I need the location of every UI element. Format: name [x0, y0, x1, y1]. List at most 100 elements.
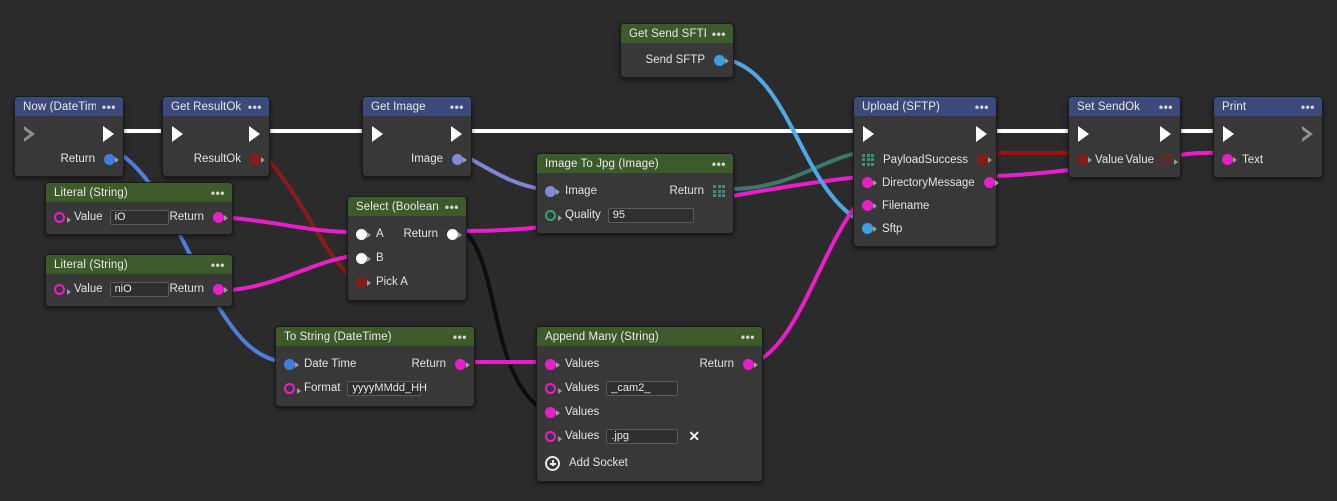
node-image-to-jpg[interactable]: Image To Jpg (Image) ••• Image Return Qu… [536, 153, 734, 234]
input-socket-image[interactable] [545, 185, 560, 197]
node-menu-icon[interactable]: ••• [449, 99, 464, 114]
value-input[interactable]: niO [109, 281, 170, 297]
node-header[interactable]: Print ••• [1214, 97, 1322, 116]
input-socket-pick-a[interactable] [356, 276, 371, 288]
input-socket-text[interactable] [1222, 154, 1237, 165]
node-menu-icon[interactable]: ••• [452, 329, 467, 344]
exec-out-icon[interactable] [249, 126, 260, 142]
node-select-boolean[interactable]: Select (Boolean) ••• A Return B Pick A [347, 196, 467, 301]
input-socket-values-1[interactable] [545, 358, 560, 370]
output-socket-image[interactable] [452, 153, 467, 165]
node-get-resultok[interactable]: Get ResultOk ••• ResultOk [162, 96, 270, 177]
output-socket-return[interactable] [455, 358, 470, 370]
input-socket-value[interactable] [54, 211, 71, 223]
output-socket-message[interactable] [983, 177, 999, 188]
exec-in-icon[interactable] [1078, 126, 1089, 142]
input-socket-filename[interactable] [862, 200, 877, 211]
input-label-values-3: Values [565, 406, 600, 418]
input-socket-sftp[interactable] [862, 223, 877, 234]
node-header[interactable]: Now (DateTime) ••• [15, 97, 123, 116]
node-menu-icon[interactable]: ••• [974, 99, 989, 114]
node-literal-string-2[interactable]: Literal (String) ••• Value niO Return [45, 254, 233, 307]
input-socket-values-3[interactable] [545, 406, 560, 418]
node-header[interactable]: Upload (SFTP) ••• [854, 97, 996, 116]
output-socket-return[interactable] [447, 228, 462, 240]
values-input-2[interactable]: _cam2_ [606, 380, 679, 396]
node-to-string-datetime[interactable]: To String (DateTime) ••• Date Time Retur… [275, 326, 475, 407]
output-socket-value[interactable] [1161, 154, 1178, 165]
exec-out-icon[interactable] [451, 126, 462, 142]
node-print[interactable]: Print ••• Text [1213, 96, 1323, 178]
output-socket-return[interactable] [743, 358, 758, 370]
input-socket-values-4[interactable] [545, 430, 562, 442]
values-input-4[interactable]: .jpg [606, 428, 679, 444]
node-menu-icon[interactable]: ••• [740, 329, 755, 344]
format-input[interactable]: yyyyMMdd_HH [347, 380, 427, 396]
input-label-value: Value [1095, 153, 1124, 166]
input-label-datetime: Date Time [304, 358, 357, 370]
node-title: Now (DateTime) [23, 100, 96, 113]
exec-in-icon[interactable] [22, 126, 35, 142]
node-append-many-string[interactable]: Append Many (String) ••• Values Return V… [536, 326, 763, 482]
node-header[interactable]: Append Many (String) ••• [537, 327, 762, 346]
node-now-datetime[interactable]: Now (DateTime) ••• Return [14, 96, 124, 177]
node-menu-icon[interactable]: ••• [210, 185, 225, 200]
node-header[interactable]: Get ResultOk ••• [163, 97, 269, 116]
node-menu-icon[interactable]: ••• [1300, 99, 1315, 114]
exec-out-icon[interactable] [1160, 126, 1171, 142]
input-socket-datetime[interactable] [284, 358, 299, 370]
output-socket-return[interactable] [213, 211, 228, 223]
node-header[interactable]: Literal (String) ••• [46, 183, 232, 202]
wire-getimage-to-imagetojpg [461, 152, 544, 191]
input-label-format: Format [304, 382, 341, 394]
input-socket-payload-array[interactable] [862, 153, 874, 166]
output-socket-return[interactable] [104, 153, 119, 165]
input-socket-quality[interactable] [545, 209, 562, 221]
node-upload-sftp[interactable]: Upload (SFTP) ••• Payload Success Direct… [853, 96, 999, 247]
node-set-sendok[interactable]: Set SendOk ••• Value Value [1068, 96, 1181, 178]
output-socket-return-array[interactable] [713, 185, 725, 197]
node-menu-icon[interactable]: ••• [711, 26, 726, 41]
node-literal-string-1[interactable]: Literal (String) ••• Value iO Return [45, 182, 233, 235]
input-label-value: Value [74, 283, 103, 295]
output-socket-send-sftp[interactable] [714, 54, 729, 66]
node-get-send-sftp[interactable]: Get Send SFTP ••• Send SFTP [620, 23, 734, 78]
exec-in-icon[interactable] [372, 126, 383, 142]
input-socket-values-2[interactable] [545, 382, 562, 394]
node-header[interactable]: Literal (String) ••• [46, 255, 232, 274]
input-socket-a[interactable] [356, 228, 371, 240]
output-socket-resultok[interactable] [250, 153, 265, 165]
value-input[interactable]: iO [109, 209, 170, 225]
add-socket-button[interactable]: Add Socket [537, 451, 762, 475]
node-menu-icon[interactable]: ••• [210, 257, 225, 272]
input-socket-value[interactable] [54, 283, 71, 295]
quality-input[interactable]: 95 [607, 207, 694, 223]
input-socket-b[interactable] [356, 252, 371, 264]
exec-in-icon[interactable] [172, 126, 183, 142]
node-menu-icon[interactable]: ••• [101, 99, 116, 114]
input-socket-format[interactable] [284, 382, 301, 394]
remove-socket-icon[interactable]: ✕ [688, 428, 701, 444]
exec-out-icon[interactable] [1300, 126, 1313, 142]
node-header[interactable]: Get Image ••• [363, 97, 471, 116]
exec-in-icon[interactable] [863, 126, 874, 142]
node-menu-icon[interactable]: ••• [1158, 99, 1173, 114]
node-header[interactable]: Set SendOk ••• [1069, 97, 1180, 116]
node-menu-icon[interactable]: ••• [247, 99, 262, 114]
node-title: Literal (String) [54, 258, 128, 271]
input-socket-directory[interactable] [862, 177, 877, 188]
input-socket-value[interactable] [1077, 154, 1092, 165]
node-menu-icon[interactable]: ••• [444, 199, 459, 214]
output-socket-return[interactable] [213, 283, 228, 295]
node-menu-icon[interactable]: ••• [711, 156, 726, 171]
exec-out-icon[interactable] [976, 126, 987, 142]
node-header[interactable]: Image To Jpg (Image) ••• [537, 154, 733, 173]
node-header[interactable]: To String (DateTime) ••• [276, 327, 474, 346]
node-get-image[interactable]: Get Image ••• Image [362, 96, 472, 177]
node-header[interactable]: Get Send SFTP ••• [621, 24, 733, 43]
output-socket-success[interactable] [977, 154, 993, 165]
exec-in-icon[interactable] [1223, 126, 1234, 142]
node-header[interactable]: Select (Boolean) ••• [348, 197, 466, 216]
exec-out-icon[interactable] [103, 126, 114, 142]
